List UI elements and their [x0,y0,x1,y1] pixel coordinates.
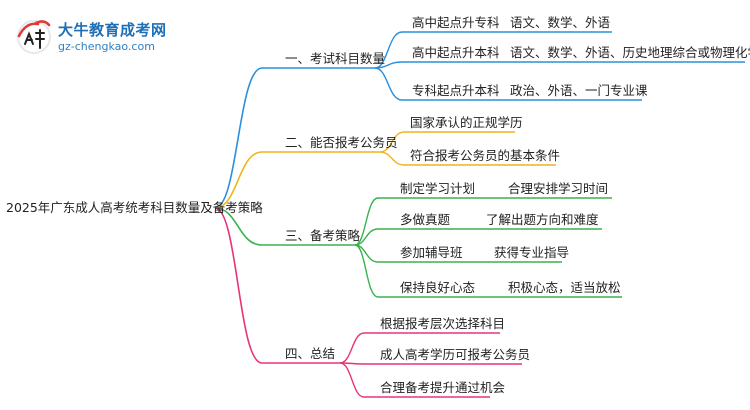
connector-branch-2-child-2 [379,151,556,166]
branch-1-label: 一、考试科目数量 [285,51,386,66]
branch-1-child-1-label: 高中起点升专科 [412,15,500,30]
branch-3-child-3-detail: 获得专业指导 [494,245,570,260]
connector-branch-2 [214,151,380,209]
connector-branch-4 [214,207,340,364]
branch-4-label: 四、总结 [285,346,336,361]
branch-4-child-2-label: 成人高考学历可报考公务员 [380,347,531,362]
connector-branch-4-child-1 [339,332,500,364]
branch-4-child-3-label: 合理备考提升通过机会 [380,380,506,395]
connector-branch-1 [214,67,375,209]
branch-4-child-1-label: 根据报考层次选择科目 [380,316,506,331]
connector-branch-3-child-2 [354,228,478,246]
site-logo: 大牛教育成考网 gz-chengkao.com [14,16,167,56]
bull-logo-icon [17,20,51,54]
branch-2-child-1-label: 国家承认的正规学历 [410,115,523,130]
connector-branch-1-child-3 [374,67,498,101]
branch-1-child-3-label: 专科起点升本科 [412,83,500,98]
logo-title: 大牛教育成考网 [58,21,167,39]
branch-1-child-1-detail: 语文、数学、外语 [510,15,611,30]
root-node: 2025年广东成人高考统考科目数量及备考策略 [6,200,263,215]
branch-1-child-2-detail: 语文、数学、外语、历史地理综合或物理化学综合 [510,45,750,60]
connector-branch-3 [214,207,355,246]
branch-1-child-2-label: 高中起点升本科 [412,45,500,60]
connector-branch-3-child-4 [354,244,498,298]
connector-branch-2-child-1 [379,131,515,153]
connector-branch-4-child-3 [339,362,490,398]
branch-2-label: 二、能否报考公务员 [285,135,398,150]
branch-3-child-2-label: 多做真题 [400,212,451,227]
branch-3-child-4-label: 保持良好心态 [400,280,476,295]
branch-2-child-2-label: 符合报考公务员的基本条件 [410,148,561,163]
branch-1-child-3-detail: 政治、外语、一门专业课 [510,83,648,98]
branch-3-child-4-detail: 积极心态，适当放松 [508,280,621,295]
connector-branch-3-child-1 [354,197,498,246]
branch-3-child-1-label: 制定学习计划 [400,181,476,196]
connector-branch-1-child-2 [374,61,498,69]
branch-3-label: 三、备考策略 [285,228,361,243]
branch-3-child-1-detail: 合理安排学习时间 [508,181,609,196]
connector-branch-1-child-1 [374,31,498,69]
logo-url: gz-chengkao.com [58,40,155,53]
branch-3-child-2-detail: 了解出题方向和难度 [486,212,599,227]
branch-3-child-3-label: 参加辅导班 [400,245,463,260]
connector-branch-4-child-2 [339,362,522,365]
